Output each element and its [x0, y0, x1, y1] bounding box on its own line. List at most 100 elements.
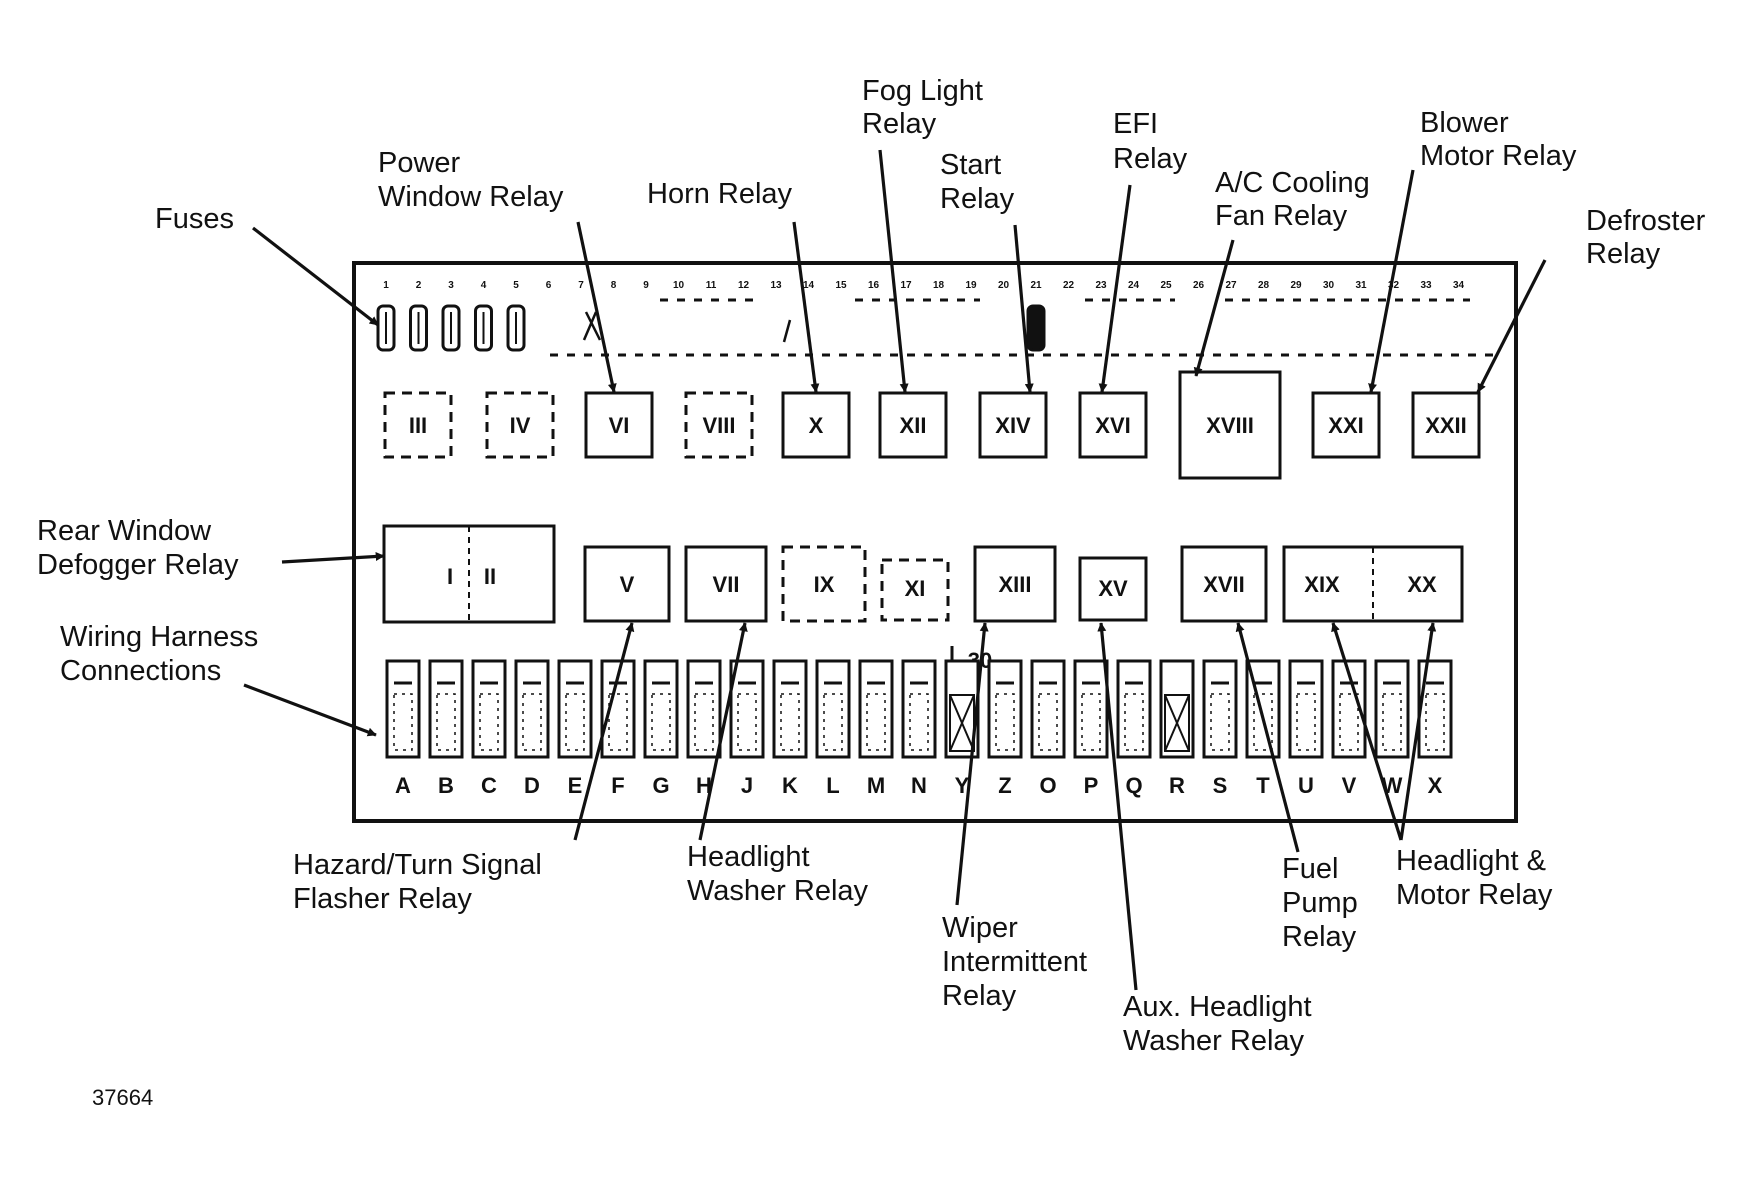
label-hazard-2: Flasher Relay [293, 883, 472, 915]
connector-letter: J [741, 773, 753, 798]
fuse-number: 11 [706, 280, 717, 291]
relay-xvi-label: XVI [1095, 413, 1130, 438]
fuse-number: 29 [1290, 280, 1302, 291]
connector-letter: T [1256, 773, 1270, 798]
relay-vi-box [584, 391, 654, 459]
relay-vii-label: VII [713, 572, 740, 597]
fuse-number: 22 [1063, 280, 1075, 291]
connector-letter: M [867, 773, 885, 798]
fuse-number: 16 [868, 280, 880, 291]
relay-xviii-box [1178, 370, 1282, 480]
label-aux-1: Aux. Headlight [1123, 991, 1312, 1023]
label-wiper-1: Wiper [942, 912, 1018, 944]
connector-block [815, 659, 851, 759]
arrow-aux-headlight [1097, 622, 1138, 991]
arrow-headlight-motor-2 [1399, 622, 1437, 841]
fuse-number: 31 [1355, 280, 1367, 291]
connector-letter: K [782, 773, 798, 798]
fuse-number: 9 [643, 280, 649, 291]
arrow-headlight-washer [698, 622, 748, 841]
fuse-number: 17 [900, 280, 912, 291]
connector-block [1202, 659, 1238, 759]
fuse-number: 20 [998, 280, 1010, 291]
relay-ix-box [781, 545, 867, 623]
connector-letter: G [652, 773, 669, 798]
circuit-marks [582, 311, 792, 343]
relay-xvi-box [1078, 391, 1148, 459]
label-headlight-washer-2: Washer Relay [687, 875, 869, 907]
label-fuel-1: Fuel [1282, 853, 1338, 885]
label-fuel-3: Relay [1282, 921, 1357, 953]
relay-v-label: V [620, 572, 635, 597]
relay-iii-label: III [409, 413, 427, 438]
arrow-start [1013, 224, 1034, 393]
relay-viii-box [684, 391, 754, 459]
relay-xviii-label: XVIII [1206, 413, 1254, 438]
connector-block [1073, 659, 1109, 759]
fuse-number: 33 [1420, 280, 1432, 291]
fuse-number: 27 [1225, 280, 1237, 291]
connector-block [987, 659, 1023, 759]
relay-i-label: I [447, 564, 453, 589]
relay-vi-label: VI [609, 413, 630, 438]
connector-block [729, 659, 765, 759]
fuse-number: 13 [770, 280, 782, 291]
arrow-headlight-motor-1 [1331, 622, 1403, 841]
relay-xv-label: XV [1098, 576, 1128, 601]
connector-letter: E [568, 773, 583, 798]
relay-xiii-box [973, 545, 1057, 623]
fuse-number: 4 [481, 280, 487, 291]
label-hazard-1: Hazard/Turn Signal [293, 849, 542, 881]
connector-block [1030, 659, 1066, 759]
relay-viii-label: VIII [702, 413, 735, 438]
relay-xxi-box [1311, 391, 1381, 459]
connector-block [428, 659, 464, 759]
relay-v-box [583, 545, 671, 623]
label-fuses: Fuses [155, 203, 234, 235]
connector-letter: Q [1125, 773, 1142, 798]
connector-block [1159, 659, 1195, 759]
relay-x-label: X [809, 413, 824, 438]
connector-block [471, 659, 507, 759]
connector-letter: P [1084, 773, 1099, 798]
label-aux-2: Washer Relay [1123, 1025, 1305, 1057]
label-power-window-1: Power [378, 147, 461, 179]
callout-labels: Fuses Power Window Relay Horn Relay Fog … [37, 75, 1706, 1057]
fuse-number: 24 [1128, 280, 1140, 291]
relay-iv-box [485, 391, 555, 459]
relay-vii-box [684, 545, 768, 623]
connector-block [772, 659, 808, 759]
arrow-fuses [252, 226, 379, 327]
fuse-number: 26 [1193, 280, 1205, 291]
fuse-group [376, 304, 1046, 352]
relay-xx-label: XX [1407, 572, 1437, 597]
label-fuel-2: Pump [1282, 887, 1358, 919]
connector-block [1116, 659, 1152, 759]
connector-letter: F [611, 773, 624, 798]
label-wiring-1: Wiring Harness [60, 621, 258, 653]
relay-iv-label: IV [510, 413, 531, 438]
arrow-defroster [1476, 259, 1547, 393]
label-wiper-3: Relay [942, 980, 1017, 1012]
connector-block [1374, 659, 1410, 759]
fuse-number: 5 [513, 280, 519, 291]
label-ac-1: A/C Cooling [1215, 167, 1370, 199]
fuse-number: 21 [1030, 280, 1042, 291]
relay-iii-box [383, 391, 453, 459]
fuse-number: 23 [1095, 280, 1107, 291]
connector-letter: D [524, 773, 540, 798]
arrow-fog-light [878, 149, 909, 393]
connector-letter: R [1169, 773, 1185, 798]
connector-block [385, 659, 421, 759]
label-wiring-2: Connections [60, 655, 221, 687]
connector-letter: N [911, 773, 927, 798]
connector-letter: X [1428, 773, 1443, 798]
connector-block [600, 659, 636, 759]
label-efi-1: EFI [1113, 108, 1158, 140]
label-power-window-2: Window Relay [378, 181, 564, 213]
lower-relay-row: I II V VII IX XI XIII XV XVII XIX XX 30 [382, 524, 1464, 674]
relay-xvii-box [1180, 545, 1268, 623]
arrow-blower [1368, 169, 1415, 393]
fuse-number: 18 [933, 280, 945, 291]
